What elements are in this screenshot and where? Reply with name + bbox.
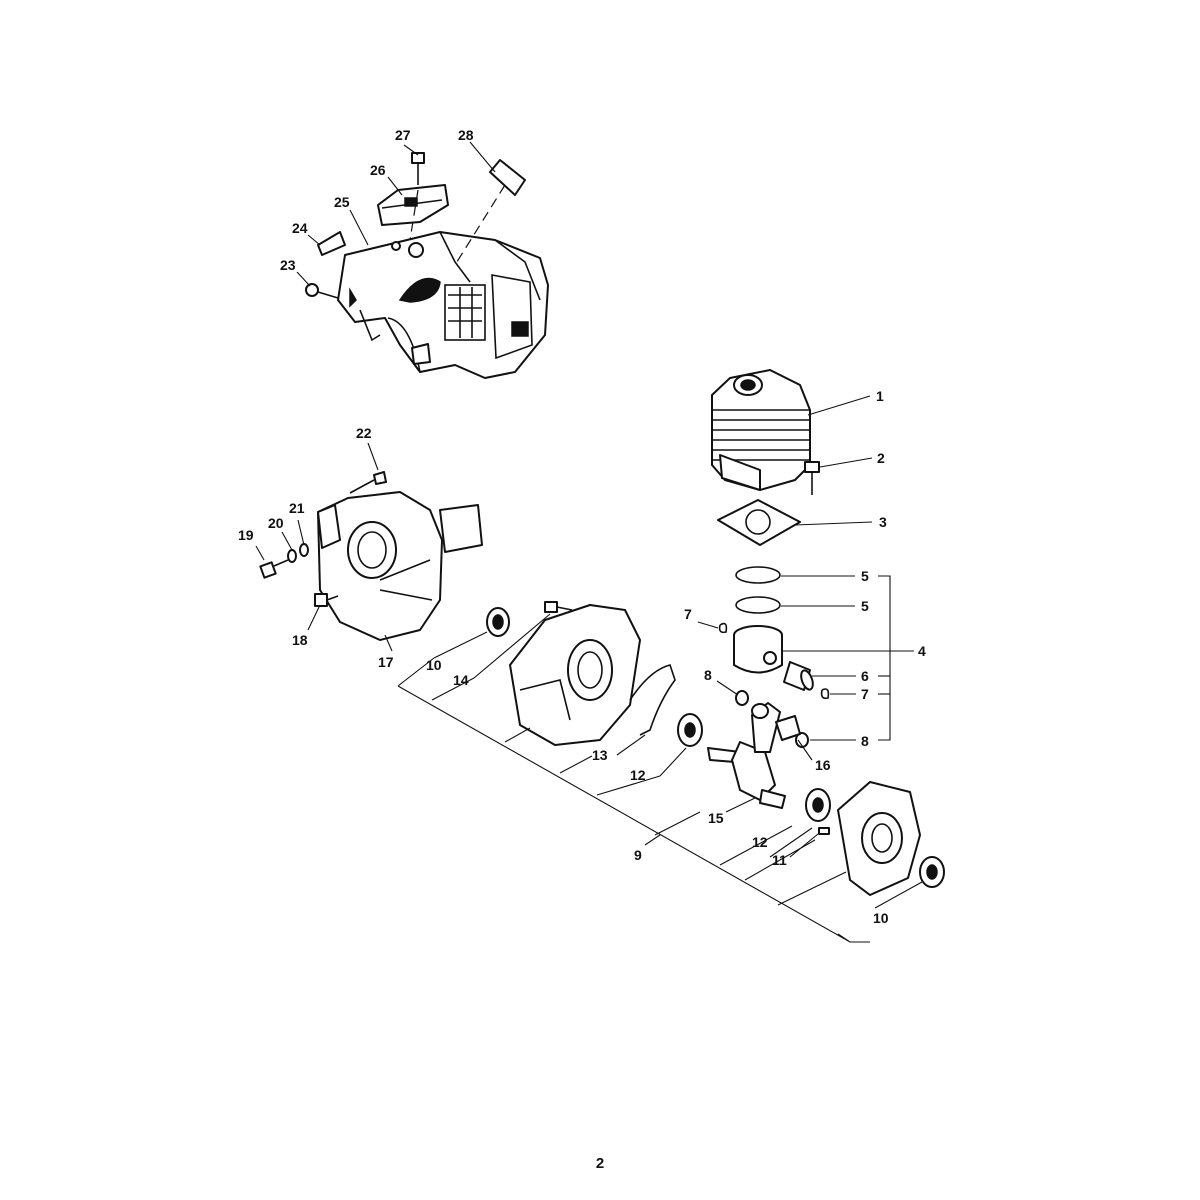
bolt-18 — [314, 593, 339, 607]
screw-27 — [411, 152, 425, 185]
callout-10a: 10 — [426, 657, 442, 673]
callout-20: 20 — [268, 515, 284, 531]
dowel-pin-11 — [818, 827, 830, 835]
leader-lines — [255, 141, 923, 943]
callout-5b: 5 — [861, 598, 869, 614]
oil-seal-10a — [486, 607, 510, 637]
label-28 — [489, 159, 526, 196]
bearing-16 — [775, 715, 801, 741]
callout-16: 16 — [815, 757, 831, 773]
bearing-12a — [677, 713, 703, 747]
callout-18: 18 — [292, 632, 308, 648]
fan-housing-17 — [317, 491, 483, 641]
callout-26: 26 — [370, 162, 386, 178]
callout-19: 19 — [238, 527, 254, 543]
crankshaft-15 — [707, 702, 786, 809]
callout-1: 1 — [876, 388, 884, 404]
washer-8a — [735, 690, 749, 706]
gasket-13 — [629, 664, 676, 736]
cylinder-1 — [711, 369, 811, 491]
callout-8b: 8 — [861, 733, 869, 749]
callout-17: 17 — [378, 654, 394, 670]
callout-27: 27 — [395, 127, 411, 143]
piston-ring-5b — [735, 596, 781, 614]
callout-23: 23 — [280, 257, 296, 273]
bolt-19 — [259, 559, 289, 579]
callout-12a: 12 — [630, 767, 646, 783]
gasket-3 — [717, 499, 801, 546]
bolt-23 — [305, 283, 339, 299]
callout-6: 6 — [861, 668, 869, 684]
crankcase-right — [837, 781, 921, 896]
callout-7b: 7 — [861, 686, 869, 702]
washer-20 — [287, 549, 297, 563]
callout-4: 4 — [918, 643, 926, 659]
bearing-12b — [805, 788, 831, 822]
callout-2: 2 — [877, 450, 885, 466]
nut-22 — [349, 471, 387, 494]
page-number: 2 — [595, 1155, 605, 1172]
callout-25: 25 — [334, 194, 350, 210]
callout-8a: 8 — [704, 667, 712, 683]
oil-seal-10b — [919, 856, 945, 888]
label-24 — [317, 231, 346, 256]
clip-7a — [718, 622, 728, 634]
callout-9: 9 — [634, 847, 642, 863]
callout-3: 3 — [879, 514, 887, 530]
callout-24: 24 — [292, 220, 308, 236]
callout-10b: 10 — [873, 910, 889, 926]
bolt-2 — [804, 461, 820, 495]
piston-pin-6 — [783, 661, 814, 691]
bolt-14 — [544, 601, 573, 613]
washer-8b — [795, 732, 809, 748]
piston-ring-5a — [735, 566, 781, 584]
callout-labels: 27 28 26 25 24 23 1 2 22 21 3 20 19 5 5 … — [238, 127, 926, 926]
callout-22: 22 — [356, 425, 372, 441]
engine-cover — [337, 231, 549, 379]
callout-13: 13 — [592, 747, 608, 763]
callout-15: 15 — [708, 810, 724, 826]
callout-21: 21 — [289, 500, 305, 516]
callout-7a: 7 — [684, 606, 692, 622]
callout-11: 11 — [772, 852, 787, 868]
callout-28: 28 — [458, 127, 474, 143]
clip-7b — [820, 688, 830, 700]
callout-14: 14 — [453, 672, 469, 688]
crankcase-left — [509, 604, 641, 746]
callout-5a: 5 — [861, 568, 869, 584]
callout-12b: 12 — [752, 834, 768, 850]
piston-4 — [733, 625, 783, 674]
air-filter-cover-26 — [377, 184, 449, 226]
washer-21 — [299, 543, 309, 557]
